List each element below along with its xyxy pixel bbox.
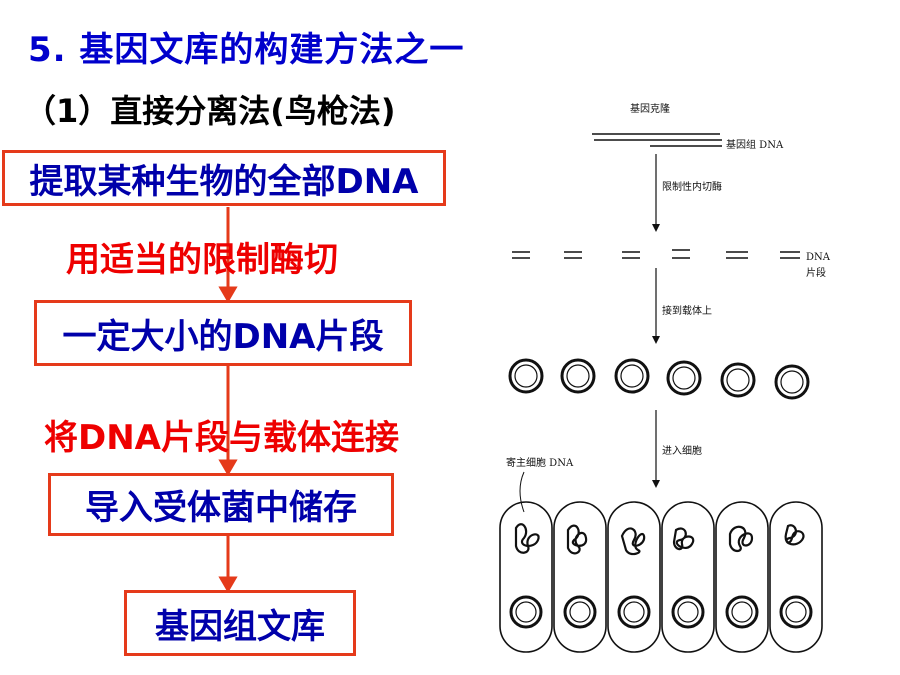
flow-box-genomic-library: 基因组文库 <box>124 590 356 656</box>
flow-box-dna-fragments: 一定大小的DNA片段 <box>34 300 412 366</box>
flow-step-restriction: 用适当的限制酶切 <box>66 240 338 280</box>
bacterium-5 <box>715 501 769 653</box>
bacterium-2 <box>553 501 607 653</box>
bacterium-1 <box>499 501 553 653</box>
flow-box-extract-dna: 提取某种生物的全部DNA <box>2 150 446 206</box>
bacterium-3 <box>607 501 661 653</box>
label-genomic-dna: 基因组 DNA <box>726 138 784 151</box>
host-bacteria <box>499 501 823 653</box>
flow-box-host-storage: 导入受体菌中储存 <box>48 473 394 536</box>
page-title: 5. 基因文库的构建方法之一 <box>28 30 465 70</box>
bacterium-4 <box>661 501 715 653</box>
flow-step-ligate-vector: 将DNA片段与载体连接 <box>44 418 399 458</box>
label-host-dna: 寄主细胞 DNA <box>506 456 574 469</box>
label-fragment: 片段 <box>806 266 826 279</box>
flow-arrow-3-head <box>218 576 238 593</box>
shotgun-method-diagram: 基因克隆 基因组 DNA 限制性内切酶 DNA 片段 接到载体上 进入细胞 寄主… <box>499 102 831 653</box>
label-dna: DNA <box>806 252 831 263</box>
flow-arrow-2-head <box>218 459 238 476</box>
flow-arrow-1-head <box>218 286 238 303</box>
label-enter-cell: 进入细胞 <box>662 444 702 457</box>
recombinant-plasmids <box>508 358 810 400</box>
label-gene-clone: 基因克隆 <box>630 102 670 115</box>
label-ligate-vector: 接到载体上 <box>662 304 712 317</box>
dna-fragments <box>512 249 800 259</box>
method-subtitle: （1）直接分离法(鸟枪法) <box>24 92 396 130</box>
bacterium-6 <box>769 501 823 653</box>
label-restriction-enzyme: 限制性内切酶 <box>662 180 722 193</box>
